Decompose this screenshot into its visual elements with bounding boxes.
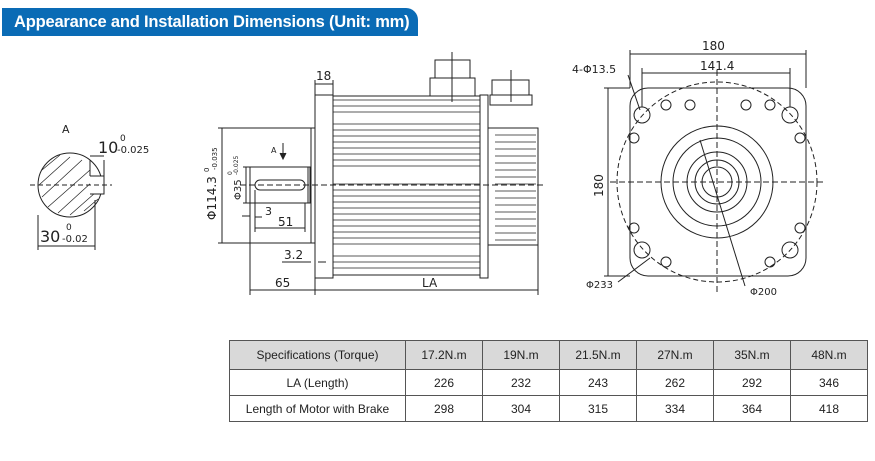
table-header-row: Specifications (Torque) 17.2N.m 19N.m 21… [229, 340, 868, 370]
pilot-dim: Φ114.3 [205, 176, 219, 220]
header-cell: 27N.m [636, 340, 714, 370]
front-width-dim: 180 [702, 39, 725, 53]
pilot-tol-lower: -0.035 [211, 147, 219, 170]
spec-table: Specifications (Torque) 17.2N.m 19N.m 21… [229, 340, 868, 422]
outer-circle-dim: Φ233 [586, 280, 613, 291]
table-cell: 304 [482, 395, 560, 422]
header-cell: 19N.m [482, 340, 560, 370]
key-tol-upper: 0 [120, 134, 126, 144]
key-length-dim: 51 [278, 215, 293, 229]
front-height-dim: 180 [592, 174, 606, 197]
header-cell: Specifications (Torque) [229, 340, 406, 370]
shaft-section-view [30, 152, 112, 250]
header-cell: 17.2N.m [405, 340, 483, 370]
depth-tol-lower: -0.02 [62, 234, 88, 245]
motor-length-dim: LA [422, 276, 438, 290]
shaft-tol-lower: -0.025 [233, 155, 240, 175]
header-cell: 21.5N.m [559, 340, 637, 370]
table-cell: 315 [559, 395, 637, 422]
flange-dim: 18 [316, 69, 331, 83]
header-cell: 35N.m [713, 340, 791, 370]
view-arrow-label: A [271, 146, 277, 155]
table-cell: 226 [405, 369, 483, 396]
table-cell: 346 [790, 369, 868, 396]
table-cell: 262 [636, 369, 714, 396]
bolt-spacing-dim: 141.4 [700, 59, 734, 73]
shaft-dim: Φ35 [233, 179, 244, 200]
holes-dim: 4-Φ13.5 [572, 63, 616, 76]
header-cell: 48N.m [790, 340, 868, 370]
section-label: A [62, 123, 70, 136]
depth-dim: 30 [40, 227, 60, 246]
table-cell: 298 [405, 395, 483, 422]
pilot-tol-upper: 0 [203, 168, 211, 172]
table-cell: 364 [713, 395, 791, 422]
table-row: LA (Length) 226 232 243 262 292 346 [229, 369, 868, 396]
shaft-tol-upper: 0 [227, 171, 234, 175]
shaft-length-dim: 65 [275, 276, 290, 290]
table-cell: 334 [636, 395, 714, 422]
table-row: Length of Motor with Brake 298 304 315 3… [229, 395, 868, 422]
bolt-circle-dim: Φ200 [750, 287, 777, 298]
motor-front-view [604, 50, 826, 295]
table-cell: 232 [482, 369, 560, 396]
row-label: LA (Length) [229, 369, 406, 396]
table-cell: 418 [790, 395, 868, 422]
row-label: Length of Motor with Brake [229, 395, 406, 422]
key-width-dim: 10 [98, 138, 118, 157]
section-header: Appearance and Installation Dimensions (… [2, 8, 418, 36]
table-cell: 292 [713, 369, 791, 396]
table-cell: 243 [559, 369, 637, 396]
section-title: Appearance and Installation Dimensions (… [14, 13, 410, 31]
depth-tol-upper: 0 [66, 223, 72, 233]
motor-side-view [218, 52, 545, 295]
key-offset-dim: 3 [265, 205, 272, 218]
key-tol-lower: -0.025 [117, 145, 149, 156]
pilot-depth-dim: 3.2 [284, 248, 303, 262]
